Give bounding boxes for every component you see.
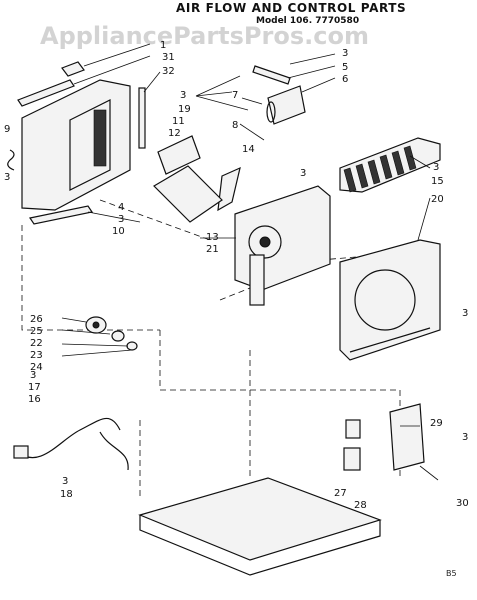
part-22-bushing bbox=[111, 330, 125, 342]
callout-3a: 3 bbox=[342, 48, 348, 59]
callout-24: 24 bbox=[30, 362, 43, 373]
callout-3g: 3 bbox=[462, 308, 468, 319]
part-24-nut bbox=[126, 341, 138, 351]
part-20-condenser-panel bbox=[339, 239, 441, 361]
callout-12: 12 bbox=[168, 128, 181, 139]
callout-3j: 3 bbox=[62, 476, 68, 487]
model-number: Model 106. 7770580 bbox=[256, 16, 359, 26]
callout-13: 13 bbox=[206, 232, 219, 243]
callout-21: 21 bbox=[206, 244, 219, 255]
part-6-capacitor bbox=[266, 85, 306, 125]
callout-4: 4 bbox=[118, 202, 124, 213]
leader-lines bbox=[61, 43, 439, 481]
part-5-top-bar bbox=[252, 65, 291, 85]
part-16-power-cord bbox=[13, 417, 129, 471]
callout-7: 7 bbox=[232, 90, 238, 101]
part-31-bar bbox=[17, 79, 75, 107]
part-32-rod bbox=[138, 87, 146, 149]
callout-31: 31 bbox=[162, 52, 175, 63]
base-pan bbox=[138, 477, 382, 576]
callout-27: 27 bbox=[334, 488, 347, 499]
callout-labels: 1 31 32 3 5 6 3 7 19 11 12 8 14 9 3 3 15… bbox=[4, 40, 469, 511]
callout-10: 10 bbox=[112, 226, 125, 237]
part-29-control-plate bbox=[389, 403, 425, 471]
part-25-fan-hub bbox=[85, 316, 107, 334]
callout-5: 5 bbox=[342, 62, 348, 73]
callout-15: 15 bbox=[431, 176, 444, 187]
callout-3f: 3 bbox=[300, 168, 306, 179]
callout-30: 30 bbox=[456, 498, 469, 509]
callout-3i: 3 bbox=[462, 432, 468, 443]
callout-26: 26 bbox=[30, 314, 43, 325]
callout-19: 19 bbox=[178, 104, 191, 115]
callout-3h: 3 bbox=[30, 370, 36, 381]
callout-32: 32 bbox=[162, 66, 175, 77]
callout-1: 1 bbox=[160, 40, 166, 51]
callout-20: 20 bbox=[431, 194, 444, 205]
callout-3b: 3 bbox=[180, 90, 186, 101]
callout-3e: 3 bbox=[118, 214, 124, 225]
callout-3c: 3 bbox=[4, 172, 10, 183]
callout-22: 22 bbox=[30, 338, 43, 349]
callout-3d: 3 bbox=[433, 162, 439, 173]
part-11-bracket bbox=[153, 165, 223, 223]
watermark: AppliancePartsPros.com bbox=[40, 22, 369, 50]
callout-18: 18 bbox=[60, 489, 73, 500]
part-15-grille bbox=[339, 137, 441, 193]
callout-29: 29 bbox=[430, 418, 443, 429]
callout-25: 25 bbox=[30, 326, 43, 337]
callout-17: 17 bbox=[28, 382, 41, 393]
part-4-side-panel bbox=[21, 79, 131, 211]
callout-9: 9 bbox=[4, 124, 10, 135]
part-14-switch bbox=[217, 166, 241, 212]
callout-8: 8 bbox=[232, 120, 238, 131]
callout-11: 11 bbox=[172, 116, 185, 127]
part-27-switch bbox=[345, 419, 361, 439]
callout-14: 14 bbox=[242, 144, 255, 155]
callout-23: 23 bbox=[30, 350, 43, 361]
callout-6: 6 bbox=[342, 74, 348, 85]
part-1-block bbox=[61, 61, 85, 77]
footer-code: B5 bbox=[446, 569, 457, 578]
part-10-rail bbox=[29, 205, 93, 225]
part-28-knob bbox=[343, 447, 361, 471]
part-9-clip bbox=[7, 149, 15, 171]
callout-16: 16 bbox=[28, 394, 41, 405]
callout-28: 28 bbox=[354, 500, 367, 511]
part-12-bracket bbox=[157, 135, 201, 175]
diagram-title: AIR FLOW AND CONTROL PARTS bbox=[176, 1, 406, 15]
part-13-shroud bbox=[234, 185, 331, 306]
